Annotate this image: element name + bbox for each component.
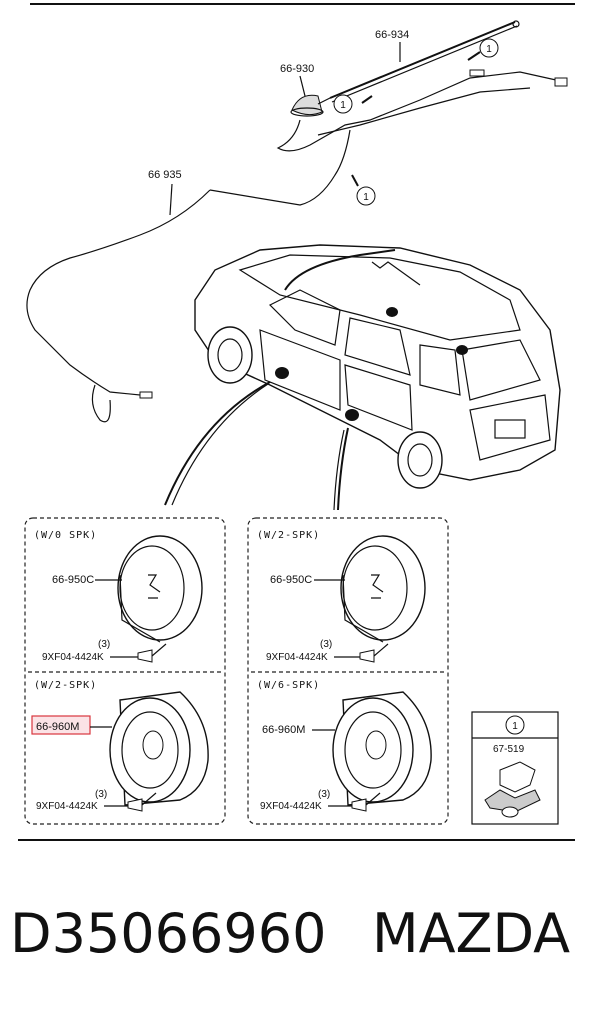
label-antenna-base: 66-930 xyxy=(280,63,314,75)
svg-text:1: 1 xyxy=(486,44,492,55)
feeder-cable-upper xyxy=(276,71,566,152)
screw-icon xyxy=(127,792,157,812)
label-antenna: 66-934 xyxy=(375,29,409,41)
svg-text:(3): (3) xyxy=(95,789,107,800)
panel-header: (W/6-SPK) xyxy=(257,680,320,691)
screw-label: 9XF04-4424K xyxy=(36,801,98,812)
clip-ref-mark: 1 xyxy=(512,721,518,732)
callout-arrow xyxy=(351,51,481,187)
panel-header: (W/2-SPK) xyxy=(257,530,320,541)
speaker-66-950c xyxy=(340,535,426,643)
svg-text:(3): (3) xyxy=(98,639,110,650)
part-label-highlighted: 66-960M xyxy=(36,721,79,733)
antenna-base xyxy=(290,94,331,117)
ref-mark-1-a: 1 xyxy=(479,38,499,58)
panel-w6-spk: (W/6-SPK) 66-960M (3) 9XF04-4424K xyxy=(257,680,432,812)
panel-right xyxy=(247,517,449,825)
footer-brand: MAZDA xyxy=(372,902,570,965)
screw-icon xyxy=(359,643,389,663)
part-label: 66-950C xyxy=(52,574,94,586)
panel-header: (W/2-SPK) xyxy=(34,680,97,691)
clip-part-label: 67-519 xyxy=(493,744,525,755)
svg-text:1: 1 xyxy=(340,100,346,111)
antenna-feeder-cable xyxy=(26,189,211,397)
clip-icon xyxy=(484,761,541,818)
panel-header: (W/0 SPK) xyxy=(34,530,97,541)
svg-text:(3): (3) xyxy=(318,789,330,800)
speaker-66-950c xyxy=(117,535,203,643)
footer-part-number: D35066960 xyxy=(10,902,326,965)
part-label: 66-950C xyxy=(270,574,312,586)
panel-left xyxy=(24,517,226,825)
panel-wo-spk: (W/0 SPK) 66-950C (3) 9XF04-4424K xyxy=(34,530,203,663)
antenna-assembly xyxy=(209,20,568,206)
panel-w2-spk-lower: (W/2-SPK) 66-960M (3) 9XF04-4424K xyxy=(31,680,209,812)
speaker-66-960m xyxy=(332,691,432,806)
screw-label: 9XF04-4424K xyxy=(266,652,328,663)
speaker-66-960m xyxy=(109,691,209,806)
panel-w2-spk-upper: (W/2-SPK) 66-950C (3) 9XF04-4424K xyxy=(257,530,426,663)
svg-text:1: 1 xyxy=(363,192,369,203)
svg-text:(3): (3) xyxy=(320,639,332,650)
panel-clip: 1 67-519 xyxy=(471,711,559,825)
screw-icon xyxy=(137,643,167,663)
ref-mark-1-c: 1 xyxy=(356,186,376,206)
label-antenna-cable: 66 935 xyxy=(148,169,182,181)
antenna-rod xyxy=(329,21,516,99)
ref-mark-1-b: 1 xyxy=(333,94,353,114)
screw-label: 9XF04-4424K xyxy=(260,801,322,812)
screw-icon xyxy=(351,792,381,812)
vehicle-illustration xyxy=(164,244,561,511)
highlighted-part-box xyxy=(31,715,91,735)
part-label: 66-960M xyxy=(262,724,305,736)
screw-label: 9XF04-4424K xyxy=(42,652,104,663)
